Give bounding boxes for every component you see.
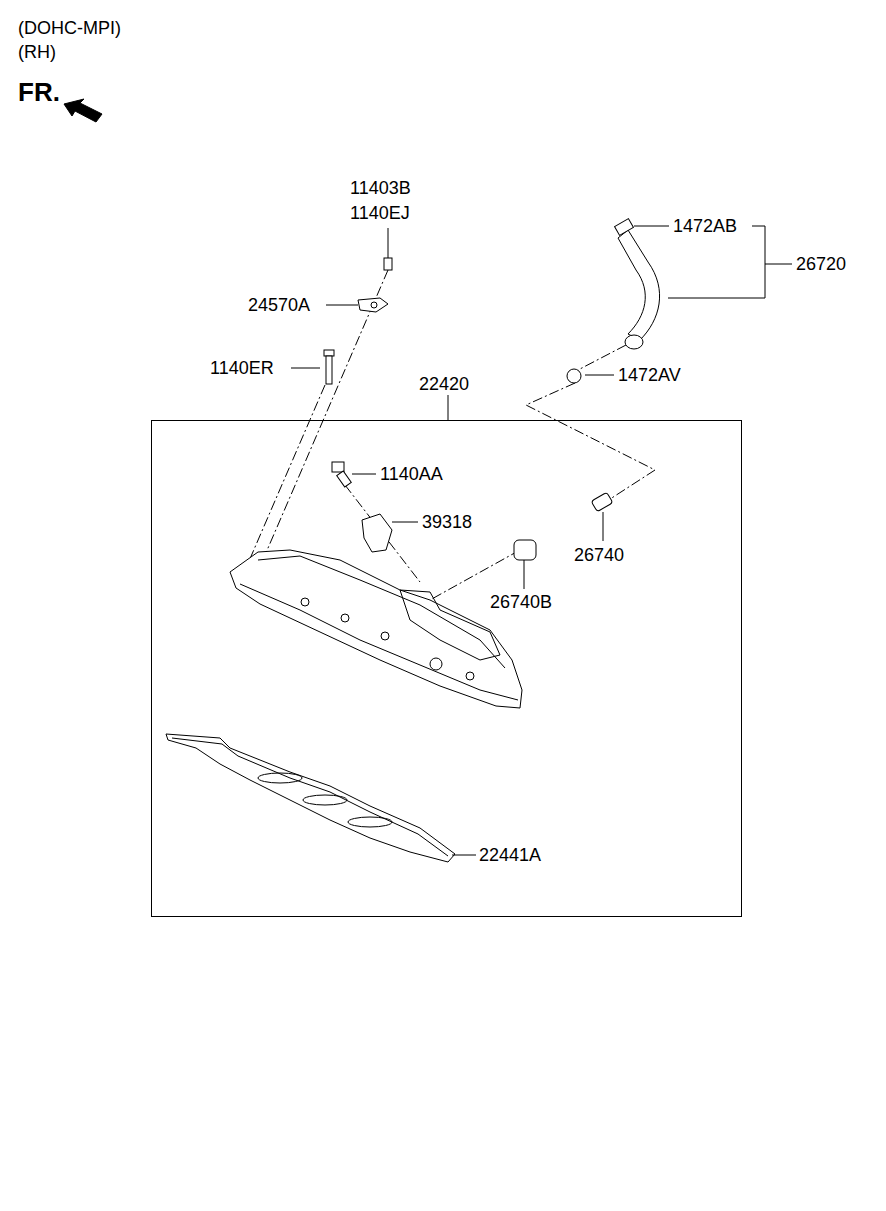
callout-number: 1472AV bbox=[618, 364, 681, 386]
callout-number: 26740B bbox=[490, 591, 552, 613]
callout-number: (DOHC-MPI) bbox=[18, 17, 121, 39]
assembly-frame: 22420 bbox=[151, 420, 742, 917]
callout-number: 1140AA bbox=[380, 463, 443, 485]
callout-number: 26740 bbox=[574, 544, 624, 566]
callout-number: FR. bbox=[18, 77, 60, 107]
callout-number: 1472AB bbox=[673, 215, 737, 237]
callout-number: (RH) bbox=[18, 41, 56, 63]
callout-number: 26720 bbox=[796, 253, 846, 275]
callout-number: 39318 bbox=[422, 511, 472, 533]
callout-number: 11403B bbox=[350, 177, 411, 199]
callout-number: 1140ER bbox=[210, 357, 274, 379]
callout-number: 22420 bbox=[419, 373, 469, 395]
callout-number: 22441A bbox=[479, 844, 541, 866]
callout-number: 1140EJ bbox=[350, 202, 410, 224]
front-arrow bbox=[64, 99, 102, 122]
callout-number: 24570A bbox=[248, 294, 310, 316]
